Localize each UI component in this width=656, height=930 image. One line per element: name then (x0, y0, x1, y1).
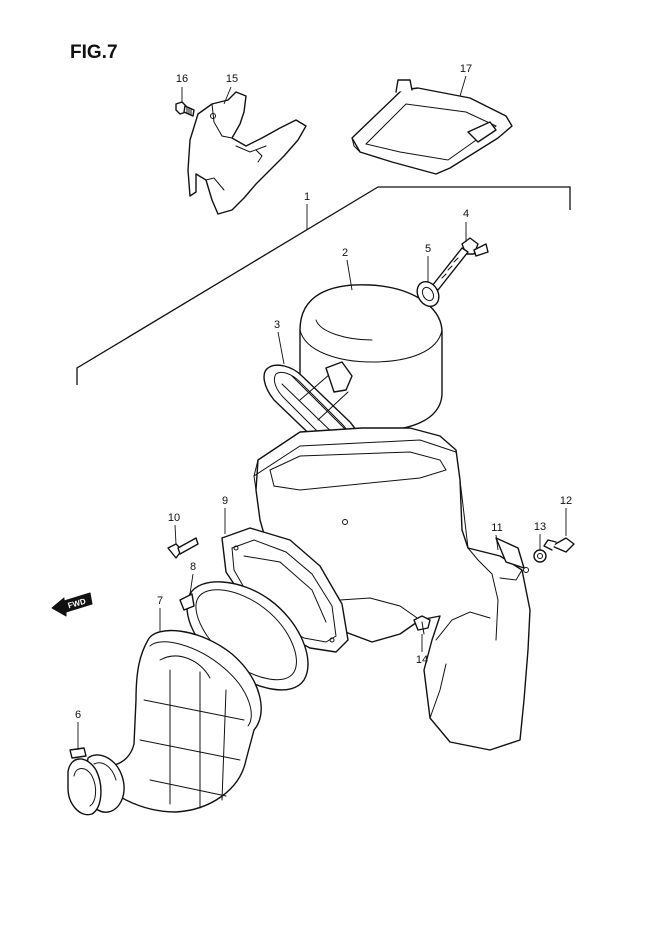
part-17-tray-cover (351, 79, 513, 175)
callout-2: 2 (342, 247, 348, 259)
fwd-direction-arrow: FWD (51, 592, 93, 617)
callout-12: 12 (560, 495, 572, 507)
callout-8: 8 (190, 561, 196, 573)
part-11-air-box-housing (253, 427, 531, 751)
callout-11: 11 (491, 522, 502, 534)
part-2-filter-element (299, 284, 443, 431)
callout-6: 6 (75, 709, 81, 721)
callout-4: 4 (463, 208, 469, 220)
callout-10: 10 (168, 512, 180, 524)
part-6-hose-clamp (67, 747, 102, 816)
callout-14: 14 (416, 654, 428, 666)
part-15-shield-bracket (187, 91, 307, 215)
assembly-bracket (76, 186, 571, 385)
callout-17: 17 (460, 63, 472, 75)
part-14-bolt (413, 615, 431, 635)
callout-13: 13 (534, 521, 546, 533)
leader-lines (77, 75, 567, 750)
part-13-nut (533, 549, 547, 563)
part-4-wing-bolt (431, 237, 489, 291)
callout-5: 5 (425, 243, 431, 255)
callout-1: 1 (304, 191, 310, 203)
part-5-washer (416, 280, 440, 308)
callout-9: 9 (222, 495, 228, 507)
callout-numbers: 16 15 17 1 2 3 4 5 9 10 8 7 6 11 12 13 1… (75, 63, 572, 721)
callout-3: 3 (274, 319, 280, 331)
figure-title: FIG.7 (70, 42, 118, 63)
part-8-ring-clamp (179, 581, 309, 691)
callout-7: 7 (157, 595, 163, 607)
part-12-bolt (543, 537, 575, 553)
part-10-screw (167, 537, 199, 559)
callout-15: 15 (226, 73, 238, 85)
part-16-bolt (175, 101, 195, 117)
callout-16: 16 (176, 73, 188, 85)
part-7-intake-duct (83, 629, 262, 813)
